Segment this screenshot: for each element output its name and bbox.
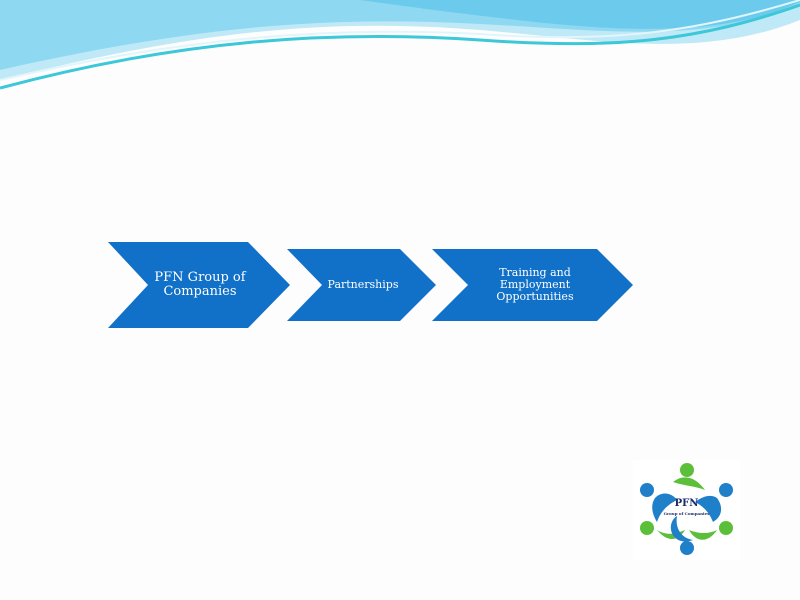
step-label-1: PFN Group of Companies bbox=[154, 269, 246, 299]
company-logo: PFN Group of Companies bbox=[633, 460, 740, 560]
step-label-3: Training and Employment Opportunities bbox=[496, 265, 574, 304]
logo-title: PFN bbox=[674, 498, 699, 509]
process-chevron-3 bbox=[432, 249, 633, 321]
logo-subtitle: Group of Companies bbox=[663, 511, 710, 516]
step-label-2: Partnerships bbox=[327, 277, 399, 291]
header-wave-decoration bbox=[0, 0, 800, 90]
process-chevron-2 bbox=[287, 249, 436, 321]
